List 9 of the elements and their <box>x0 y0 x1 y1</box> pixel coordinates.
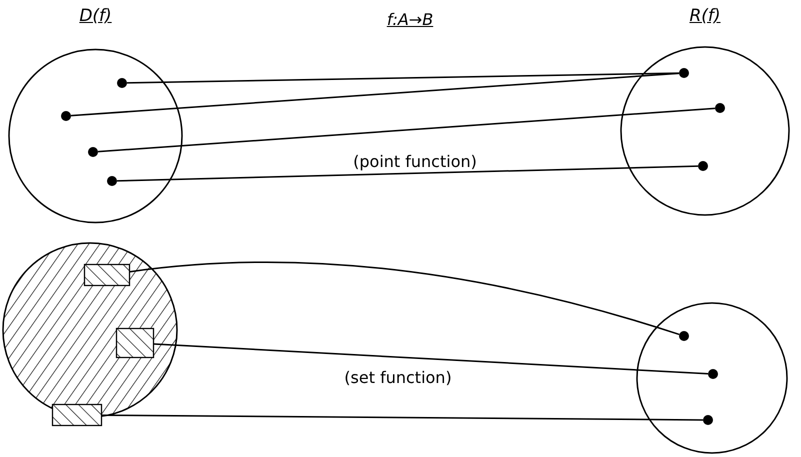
connector-line <box>116 165 698 182</box>
set-label: R(f) <box>689 6 721 26</box>
function-label: f:A→B <box>386 10 434 29</box>
connector-line <box>98 108 716 152</box>
caption-text: (point function) <box>353 152 477 171</box>
set-label: D(f) <box>79 6 112 26</box>
connector-line <box>126 72 680 84</box>
connector-line <box>70 72 680 116</box>
caption-text: (set function) <box>344 368 452 387</box>
